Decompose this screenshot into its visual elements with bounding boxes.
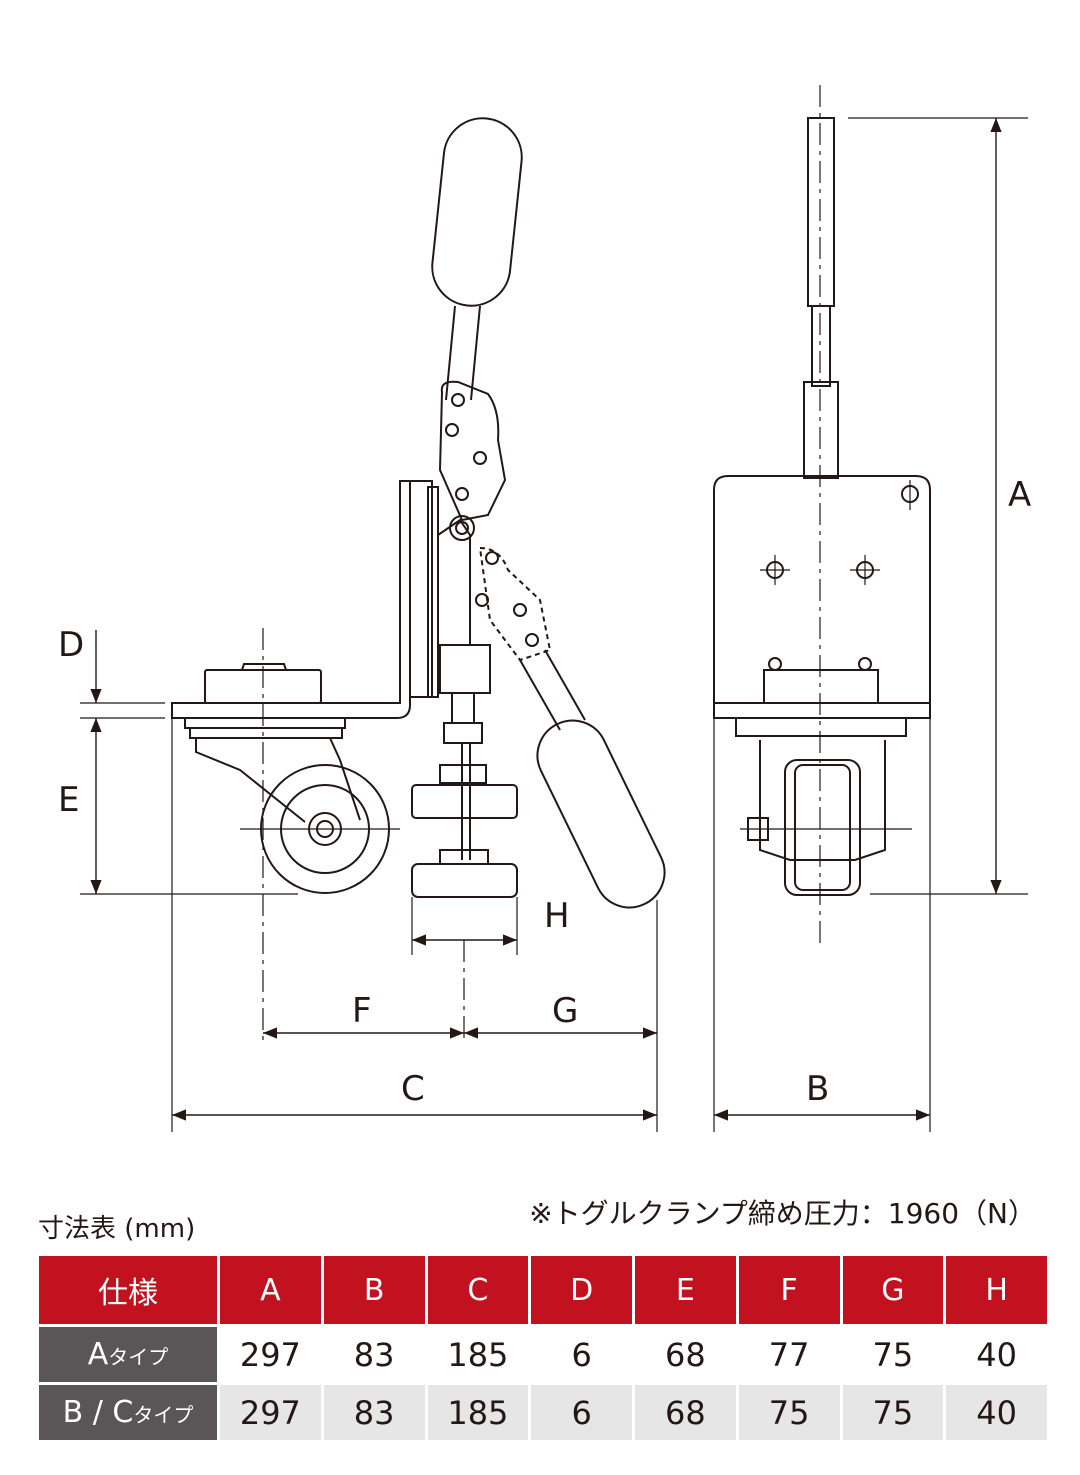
table-cell: 68 bbox=[635, 1327, 736, 1382]
table-cell: 75 bbox=[842, 1385, 944, 1440]
header-col: A bbox=[220, 1256, 321, 1324]
side-view bbox=[80, 117, 666, 1132]
header-col: B bbox=[323, 1256, 425, 1324]
row-label: B / Cタイプ bbox=[39, 1385, 217, 1440]
technical-drawing bbox=[80, 85, 1028, 1132]
clamp-pressure-note: ※トグルクランプ締め圧力：1960（N） bbox=[529, 1197, 1036, 1230]
table-cell: 75 bbox=[842, 1327, 944, 1382]
dim-label-f: F bbox=[352, 991, 372, 1031]
header-col: C bbox=[427, 1256, 529, 1324]
table-cell: 83 bbox=[323, 1327, 425, 1382]
front-view bbox=[713, 85, 1028, 1132]
dim-label-d: D bbox=[58, 625, 85, 665]
row-label-sub: タイプ bbox=[108, 1345, 169, 1369]
table-row: B / Cタイプ 297 83 185 6 68 75 75 40 bbox=[39, 1385, 1047, 1440]
dim-label-e: E bbox=[58, 780, 80, 820]
table-cell: 6 bbox=[531, 1327, 632, 1382]
table-cell: 75 bbox=[738, 1385, 840, 1440]
dim-label-h: H bbox=[544, 896, 570, 936]
header-spec: 仕様 bbox=[39, 1256, 217, 1324]
dim-label-c: C bbox=[401, 1069, 425, 1109]
table-cell: 83 bbox=[323, 1385, 425, 1440]
dim-label-b: B bbox=[806, 1069, 830, 1109]
table-cell: 40 bbox=[946, 1385, 1047, 1440]
dim-label-g: G bbox=[552, 991, 579, 1031]
row-label: Aタイプ bbox=[39, 1327, 217, 1382]
table-cell: 297 bbox=[220, 1327, 321, 1382]
table-title: 寸法表 (mm) bbox=[38, 1214, 196, 1244]
table-header-row: 仕様 A B C D E F G H bbox=[39, 1256, 1047, 1324]
table-cell: 40 bbox=[946, 1327, 1047, 1382]
table-cell: 185 bbox=[427, 1385, 529, 1440]
row-label-main: A bbox=[87, 1337, 109, 1372]
table-row: Aタイプ 297 83 185 6 68 77 75 40 bbox=[39, 1327, 1047, 1382]
row-label-main: B / C bbox=[62, 1395, 134, 1430]
header-col: F bbox=[738, 1256, 840, 1324]
dimension-table: 仕様 A B C D E F G H Aタイプ 297 83 185 6 68 … bbox=[36, 1253, 1050, 1443]
dim-label-a: A bbox=[1008, 475, 1032, 515]
table-cell: 297 bbox=[220, 1385, 321, 1440]
header-col: D bbox=[531, 1256, 632, 1324]
header-col: H bbox=[946, 1256, 1047, 1324]
table-cell: 77 bbox=[738, 1327, 840, 1382]
table-cell: 68 bbox=[635, 1385, 736, 1440]
table-cell: 6 bbox=[531, 1385, 632, 1440]
header-col: E bbox=[635, 1256, 736, 1324]
table-cell: 185 bbox=[427, 1327, 529, 1382]
header-col: G bbox=[842, 1256, 944, 1324]
row-label-sub: タイプ bbox=[133, 1403, 194, 1427]
